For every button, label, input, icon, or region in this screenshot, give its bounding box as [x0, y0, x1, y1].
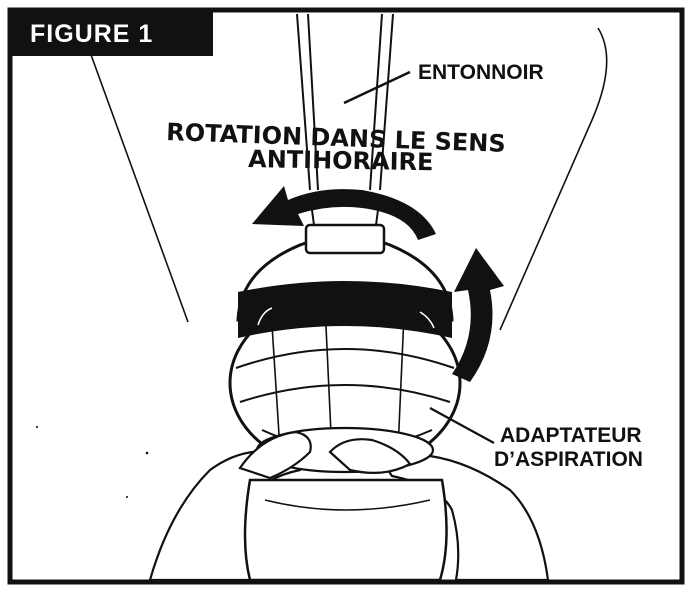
scan-specks [36, 426, 149, 498]
adapter-leader-line [429, 407, 495, 444]
funnel-dome [236, 223, 454, 338]
canister-body [243, 478, 448, 582]
cone-lines [89, 27, 608, 331]
counterclockwise-arrow-top [252, 186, 436, 240]
funnel-label: ENTONNOIR [418, 61, 544, 84]
adapter-label-line1: ADAPTATEUR [500, 424, 642, 447]
funnel-leader-line [343, 70, 411, 105]
rotation-label-line2: ANTIHORAIRE [248, 145, 434, 176]
figure-label: FIGURE 1 [30, 20, 153, 48]
figure-tab: FIGURE 1 [10, 10, 213, 56]
figure-frame [7, 7, 685, 585]
counterclockwise-arrow-right [452, 248, 504, 382]
adapter-label-line2: D’ASPIRATION [494, 448, 643, 471]
thumbs [238, 430, 412, 480]
